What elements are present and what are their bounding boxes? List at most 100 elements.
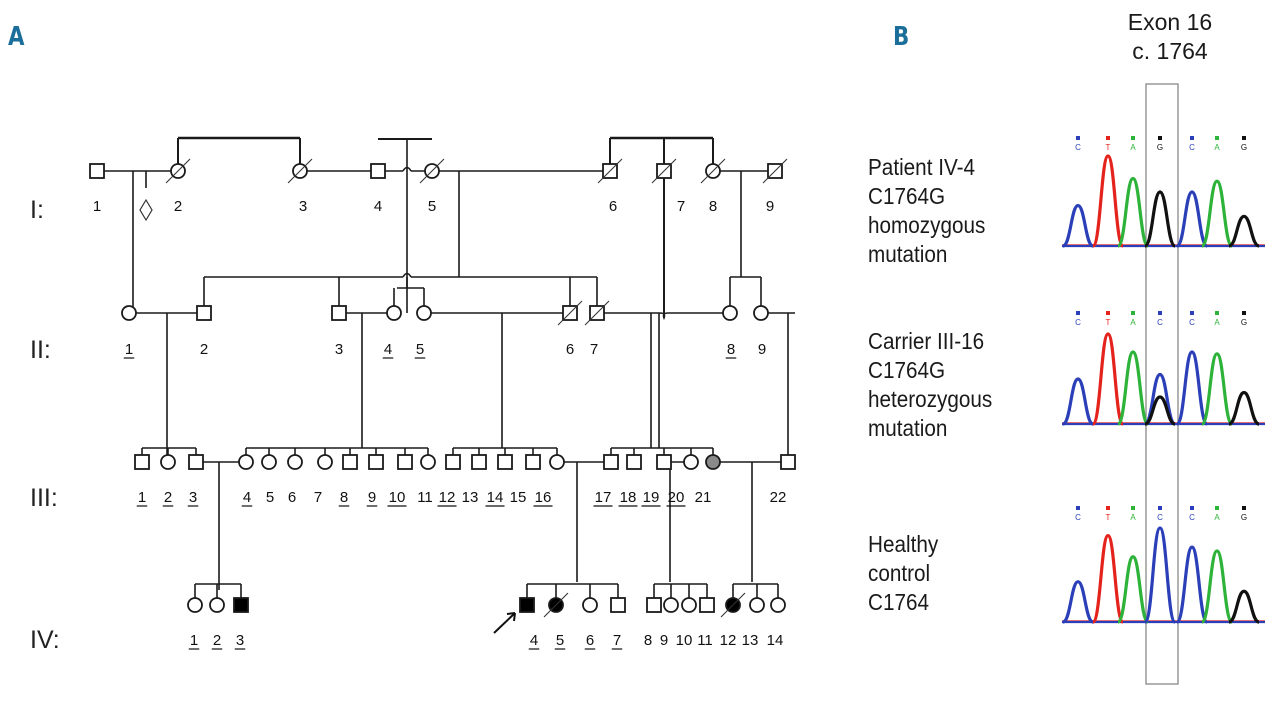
caption-line: C1764G	[868, 357, 946, 383]
individual-III-6-circle-symbol	[287, 454, 303, 470]
base-call-label: C	[1075, 318, 1081, 327]
exon-position-title: Exon 16 c. 1764	[1105, 8, 1235, 66]
trace-peak-C	[1062, 580, 1094, 624]
deceased-slash	[597, 158, 623, 184]
individual-label: 2	[174, 198, 182, 215]
base-call-marker	[1158, 311, 1162, 315]
individual-label: 6	[566, 341, 574, 358]
individual-I-unknown-diamond-symbol	[139, 198, 153, 222]
caption-line: Patient IV-4	[868, 154, 976, 180]
individual-label: 4	[384, 341, 392, 358]
individual-label: 3	[335, 341, 343, 358]
individual-III-12-square-symbol	[445, 454, 461, 470]
trace-peak-C	[1143, 372, 1177, 426]
trace-peak-A	[1116, 555, 1150, 624]
base-call-marker	[1106, 136, 1110, 140]
individual-label: 2	[164, 489, 172, 506]
panel-label-a: A	[8, 22, 25, 52]
base-call-marker	[1106, 506, 1110, 510]
individual-label: 15	[510, 489, 527, 506]
individual-label: 4	[374, 198, 382, 215]
base-call-label: G	[1157, 143, 1163, 152]
base-call-marker	[1076, 136, 1080, 140]
trace-peak-A	[1116, 176, 1150, 248]
trace-peak-G	[1228, 214, 1260, 248]
trace-peak-C	[1061, 377, 1095, 426]
deceased-slash	[720, 592, 746, 618]
base-call-marker	[1215, 136, 1219, 140]
deceased-slash	[287, 158, 313, 184]
trace-peak-T	[1091, 533, 1125, 624]
trace-peak-T	[1091, 332, 1125, 426]
individual-III-13-square-symbol	[471, 454, 487, 470]
individual-label: 8	[709, 198, 717, 215]
individual-label: 9	[766, 198, 774, 215]
base-call-label: C	[1157, 513, 1163, 522]
deceased-slash	[419, 158, 445, 184]
individual-III-17-square-symbol	[603, 454, 619, 470]
individual-III-1-square-symbol	[134, 454, 150, 470]
exon-label: Exon 16	[1127, 9, 1213, 35]
caption-line: C1764G	[868, 183, 946, 209]
individual-III-21-circle-symbol	[705, 454, 721, 470]
individual-II-1-circle-symbol	[121, 305, 137, 321]
individual-label: 9	[368, 489, 376, 506]
individual-label: 7	[613, 632, 621, 649]
base-call-marker	[1215, 311, 1219, 315]
individual-label: 11	[697, 632, 713, 649]
trace-peak-A	[1200, 352, 1234, 426]
caption-line: homozygous	[868, 212, 986, 238]
individual-label: 7	[677, 198, 685, 215]
individual-label: 10	[389, 489, 406, 506]
individual-IV-2-circle-symbol	[209, 597, 225, 613]
generation-label-IV: IV:	[30, 626, 60, 654]
trace-peak-G	[1144, 395, 1176, 426]
base-call-marker	[1242, 311, 1246, 315]
individual-II-3-square-symbol	[331, 305, 347, 321]
base-call-label: C	[1075, 513, 1081, 522]
base-call-marker	[1106, 311, 1110, 315]
individual-III-4-circle-symbol	[238, 454, 254, 470]
individual-III-20-circle-symbol	[683, 454, 699, 470]
individual-label: 12	[720, 632, 737, 649]
individual-label: 4	[530, 632, 538, 649]
individual-label: 16	[535, 489, 552, 506]
individual-label: 8	[727, 341, 735, 358]
individual-label: 2	[213, 632, 221, 649]
base-call-marker	[1158, 136, 1162, 140]
individual-II-9-circle-symbol	[753, 305, 769, 321]
individual-label: 7	[314, 489, 322, 506]
individual-label: 6	[609, 198, 617, 215]
individual-label: 1	[93, 198, 101, 215]
individual-label: 3	[236, 632, 244, 649]
base-call-label: T	[1106, 513, 1111, 522]
individual-III-18-square-symbol	[626, 454, 642, 470]
base-call-label: C	[1189, 318, 1195, 327]
trace-peak-T	[1091, 154, 1125, 248]
caption-line: heterozygous	[868, 386, 993, 412]
individual-III-15-square-symbol	[525, 454, 541, 470]
line-hop	[659, 312, 669, 321]
individual-IV-11-square-symbol	[699, 597, 715, 613]
deceased-slash	[543, 592, 569, 618]
individual-label: 20	[668, 489, 685, 506]
mutation-position-box	[1145, 83, 1179, 685]
cdna-position-label: c. 1764	[1132, 38, 1208, 64]
base-call-label: A	[1130, 513, 1136, 522]
individual-IV-10-circle-symbol	[681, 597, 697, 613]
base-call-label: G	[1241, 318, 1247, 327]
base-call-label: A	[1130, 318, 1136, 327]
individual-IV-4-square-symbol	[519, 597, 535, 613]
individual-IV-6-circle-symbol	[582, 597, 598, 613]
individual-label: 11	[417, 489, 433, 506]
individual-IV-14-circle-symbol	[770, 597, 786, 613]
base-call-marker	[1076, 311, 1080, 315]
individual-label: 19	[643, 489, 660, 506]
deceased-slash	[557, 300, 583, 326]
base-call-label: G	[1241, 143, 1247, 152]
individual-III-22-square-symbol	[780, 454, 796, 470]
individual-IV-9-circle-symbol	[663, 597, 679, 613]
individual-III-19-square-symbol	[656, 454, 672, 470]
individual-label: 22	[770, 489, 787, 506]
trace-peak-A	[1116, 350, 1150, 426]
